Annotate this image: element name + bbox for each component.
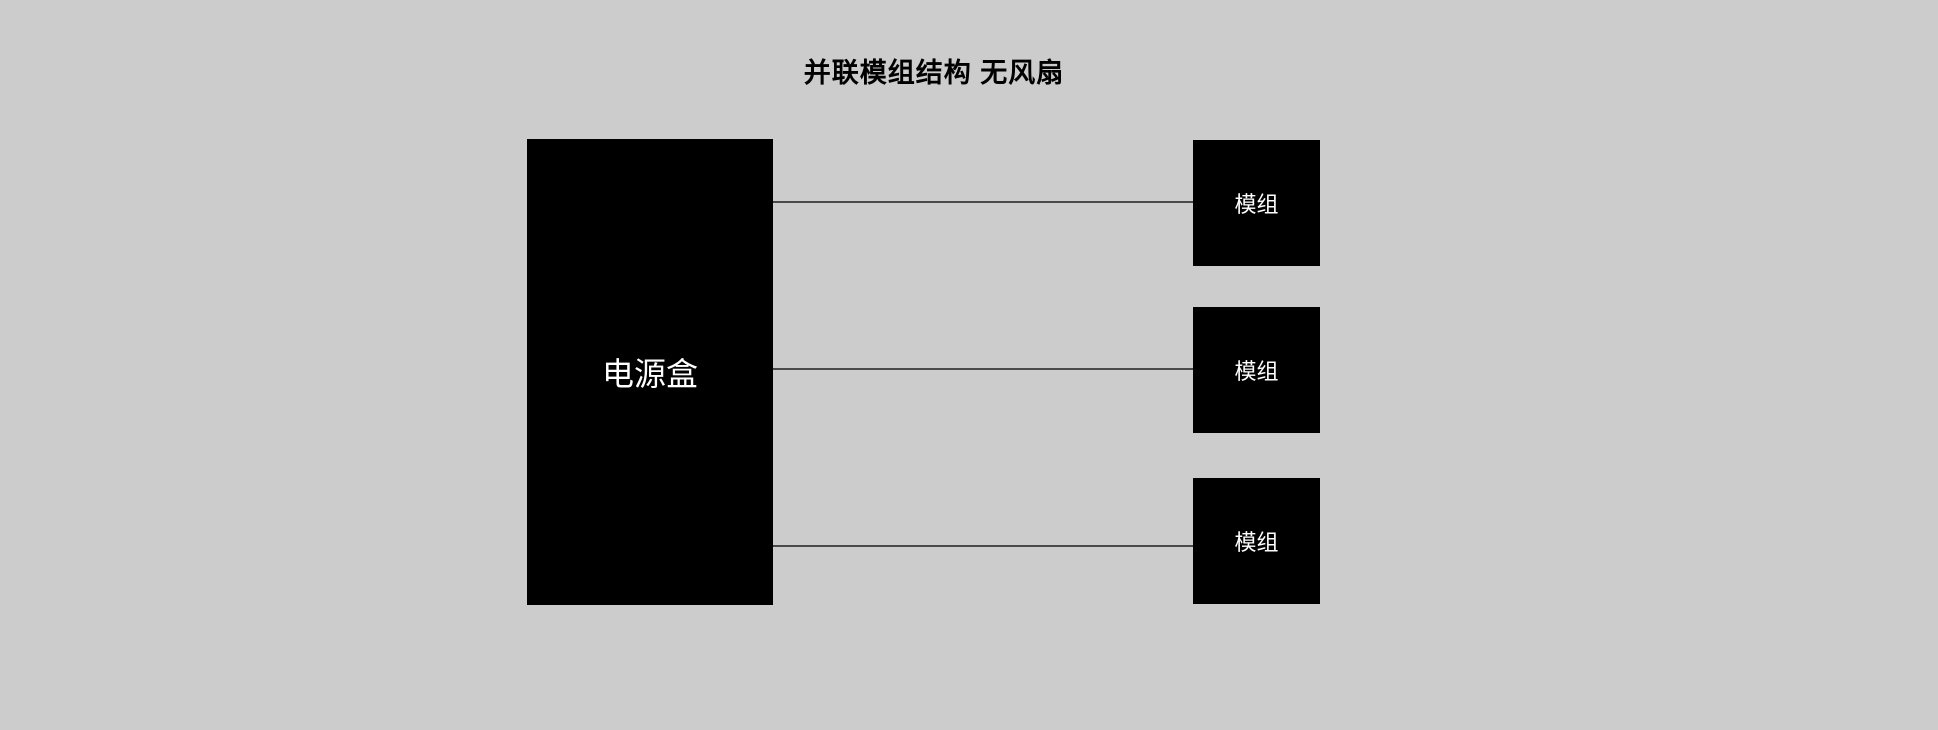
connector-line-1 bbox=[773, 201, 1193, 203]
power-box: 电源盒 bbox=[527, 139, 773, 605]
connector-line-2 bbox=[773, 368, 1193, 370]
connector-line-3 bbox=[773, 545, 1193, 547]
module-box-3: 模组 bbox=[1193, 478, 1320, 604]
module-box-label: 模组 bbox=[1234, 530, 1279, 555]
module-box-label: 模组 bbox=[1234, 359, 1279, 384]
power-box-label: 电源盒 bbox=[601, 356, 698, 392]
module-box-label: 模组 bbox=[1234, 192, 1279, 217]
diagram-title: 并联模组结构 无风扇 bbox=[803, 58, 1065, 88]
module-box-2: 模组 bbox=[1193, 307, 1320, 433]
module-box-1: 模组 bbox=[1193, 140, 1320, 266]
